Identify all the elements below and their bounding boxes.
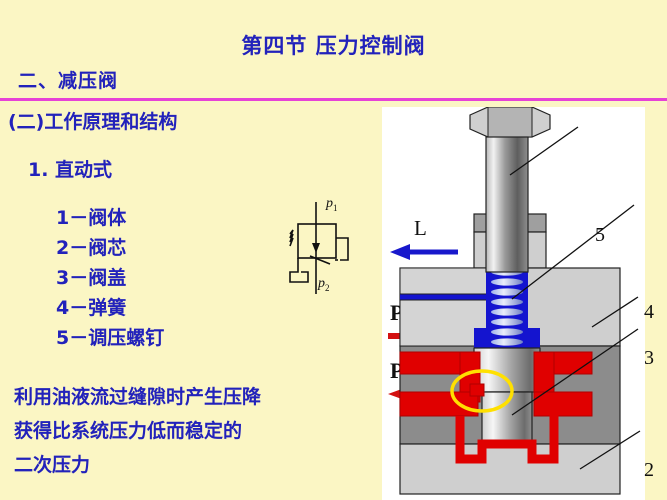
paragraph-line: 获得比系统压力低而稳定的 [14,420,243,442]
parts-legend: 1－阀体 2－阀芯 3－阀盖 4－弹簧 5－调压螺钉 [56,203,164,353]
section-subtitle: 二、减压阀 [18,70,119,92]
hydraulic-symbol-diagram: p1 p2 [288,196,368,303]
callout-2: 2 [644,459,654,481]
page-title: 第四节 压力控制阀 [241,34,426,58]
list-item: 3－阀盖 [56,267,127,289]
leader-5 [509,126,579,176]
oil-passages [399,351,593,464]
callout-5: 5 [595,224,605,246]
symbol-pilot-line [336,237,349,261]
callout-4: 4 [644,301,654,323]
subsection-heading: (二)工作原理和结构 [8,111,178,133]
leader-1 [579,430,641,470]
list-item-1: 1. 直动式 [28,159,113,181]
valve-cross-section-diagram: 5 4 3 2 1 [382,106,654,500]
paragraph-line: 二次压力 [14,454,91,476]
spring-coil-icon [491,268,523,346]
symbol-control-stroke [309,255,331,265]
list-item: 1－阀体 [56,207,127,229]
passage-p2-right [533,391,593,417]
passage-feedback [455,408,559,464]
passage-p2-left [399,391,479,417]
symbol-drain-line [289,258,309,283]
spring-seat [474,328,540,348]
symbol-p2-label: p2 [318,276,330,293]
header-divider [0,98,667,101]
valve-part-spring [474,266,540,348]
symbol-valve-box [297,223,337,259]
list-item: 2－阀芯 [56,237,127,259]
callout-leaders [509,126,641,470]
list-item: 4－弹簧 [56,297,127,319]
description-paragraph: 利用油液流过缝隙时产生压降 获得比系统压力低而稳定的 二次压力 [14,380,261,482]
valve-part-adjusting-screw [469,106,551,273]
ellipse-highlight-icon [450,369,514,413]
body-base [399,443,621,495]
paragraph-line: 利用油液流过缝隙时产生压降 [14,386,262,408]
cover-cavity-upper-left [399,267,491,295]
drain-channel-line [400,294,490,300]
leader-3 [591,296,639,328]
callout-3: 3 [644,347,654,369]
symbol-arrowhead-icon [312,243,320,253]
list-item: 5－调压螺钉 [56,327,165,349]
spring-coil-icon [289,229,294,247]
valve-svg [399,106,641,495]
symbol-svg [289,202,349,294]
hex-center-face [487,106,533,138]
throttle-notch [469,383,485,397]
leader-4 [511,204,635,300]
leader-2 [511,328,639,416]
flow-arrow-L [390,244,458,260]
screw-shank [485,136,529,273]
symbol-p1-label: p1 [326,196,338,213]
flow-label-L: L [414,216,427,240]
